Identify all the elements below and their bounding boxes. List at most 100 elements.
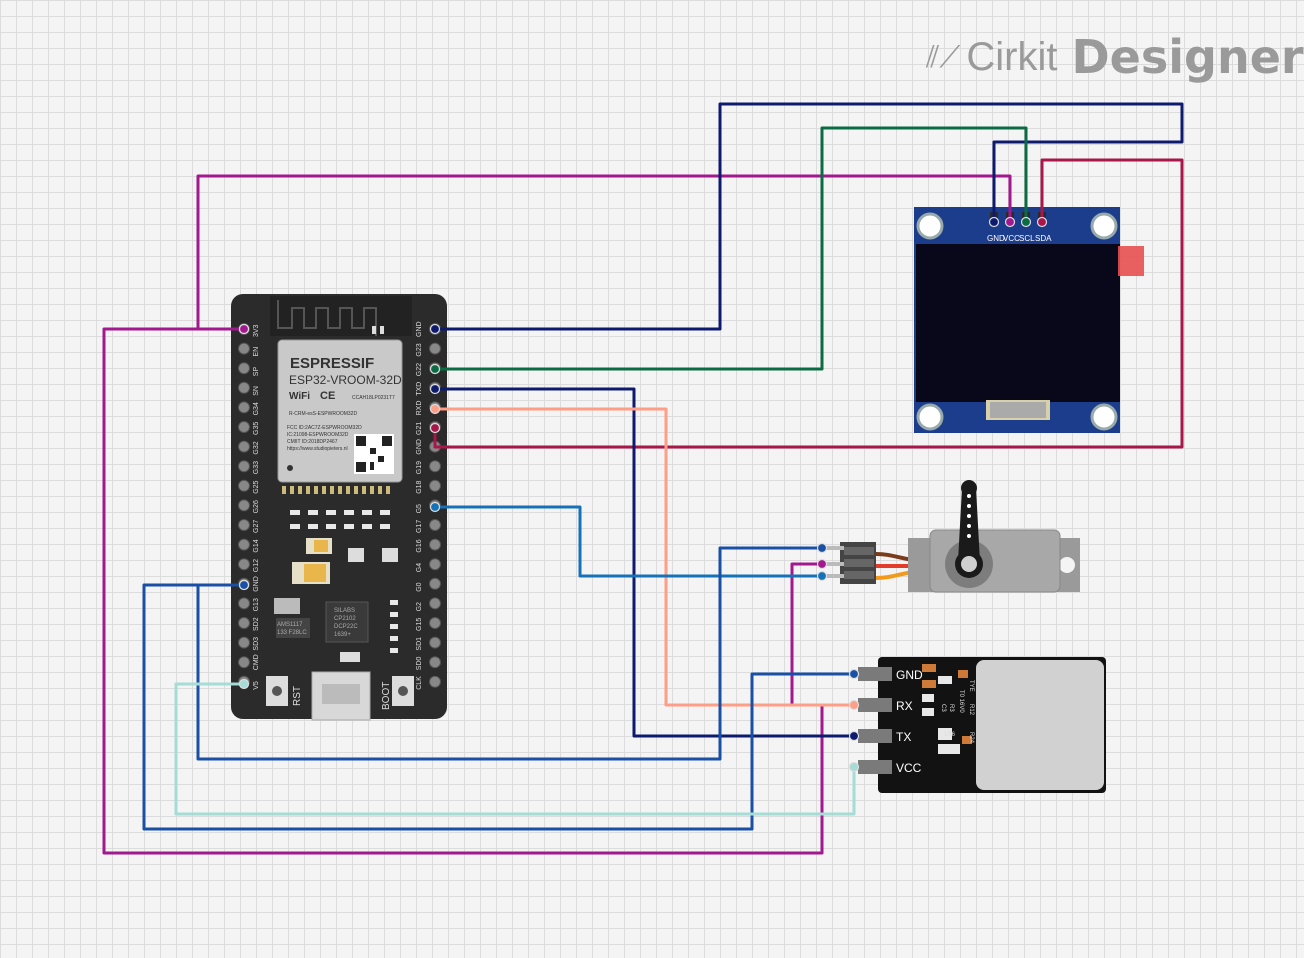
esp32-pin-left-sp-2[interactable] [238, 362, 250, 375]
oled-pin-label-gnd: GND [987, 234, 1005, 243]
servo-pin-vcc[interactable] [822, 562, 844, 566]
wire-g5-servo-signal-start[interactable] [429, 501, 441, 513]
wire-txd-fp-tx-end[interactable] [848, 730, 860, 742]
esp32-pin-label-rxd: RXD [416, 401, 423, 416]
fp-pin-rx[interactable] [858, 698, 892, 712]
esp32-pin-right-g19-7[interactable] [429, 460, 441, 473]
esp32-pin-right-g23-1[interactable] [429, 342, 441, 355]
esp-brand: ESPRESSIF [290, 355, 374, 372]
wire-g21-oled-sda-start[interactable] [429, 422, 441, 434]
esp32-pin-left-cmd-17[interactable] [238, 656, 250, 669]
fp-pin-label-vcc: VCC [896, 761, 922, 775]
wire-rxd-fp-rx-end[interactable] [848, 699, 860, 711]
wire-gnd-fp-gnd-start[interactable] [238, 579, 250, 591]
esp32-pin-label-txd: TXD [416, 382, 423, 396]
esp32-pin-label-g19: G19 [416, 461, 423, 474]
fp-silk-4: R3 [948, 704, 954, 712]
esp32-pin-right-g16-11[interactable] [429, 538, 441, 551]
oled-pin-label-vcc: VCC [1003, 234, 1020, 243]
esp32-pin-label-sn: SN [253, 386, 260, 396]
esp32-pin-right-g15-15[interactable] [429, 617, 441, 629]
esp32-pin-left-g26-9[interactable] [238, 499, 250, 512]
esp32-pin-left-sn-3[interactable] [238, 381, 250, 394]
fp-silk-3: T0 16V0 [958, 690, 964, 713]
esp32-board[interactable]: ESPRESSIF ESP32-VROOM-32D WiFi CE CCAH18… [231, 294, 447, 721]
wire-g22-oled-scl-start[interactable] [429, 363, 441, 375]
fp-pin-vcc[interactable] [858, 760, 892, 774]
fp-pin-tx[interactable] [858, 729, 892, 743]
wire-endpoints [238, 216, 1048, 773]
esp32-pin-right-clk-18[interactable] [429, 675, 441, 688]
wire-gnd-oled-gnd [435, 102, 1184, 331]
servo-pin-signal[interactable] [822, 574, 844, 578]
wire-gnd-fp-gnd-end[interactable] [848, 668, 860, 680]
esp32-pin-right-g18-8[interactable] [429, 479, 441, 492]
fp-silk-6: R24 [968, 732, 974, 744]
esp32-pin-left-g12-12[interactable] [238, 558, 250, 571]
wire-3v3-servo-vcc-start[interactable] [238, 323, 250, 335]
esp32-pin-right-g0-13[interactable] [429, 577, 441, 590]
fp-silk-1: TYE [968, 680, 974, 692]
esp32-pin-left-g35-5[interactable] [238, 421, 250, 433]
wires [102, 102, 1184, 855]
wire-g22-oled-scl-end[interactable] [1020, 216, 1032, 228]
esp32-pin-label-sp: SP [253, 367, 260, 377]
servo-motor[interactable] [822, 480, 1080, 593]
esp32-pin-label-g2: G2 [416, 602, 423, 611]
wire-txd-fp-tx [435, 387, 854, 738]
esp32-pin-left-g13-14[interactable] [238, 597, 250, 610]
cert-line-1: FCC ID:2AC7Z-ESPWROOM32D [287, 425, 362, 431]
wire-txd-fp-tx-start[interactable] [429, 383, 441, 395]
wire-g5-servo-signal [435, 505, 822, 578]
esp32-pin-label-g23: G23 [416, 343, 423, 356]
wire-gnd-oled-gnd-start[interactable] [429, 323, 441, 335]
esp32-pin-label-g21: G21 [416, 422, 423, 435]
wire-gnd-fp-gnd [142, 583, 854, 831]
esp32-pin-label-g32: G32 [253, 441, 260, 454]
wire-v5-fp-vcc-start[interactable] [238, 678, 250, 690]
fp-silk-5: C3 [940, 704, 946, 712]
esp32-pin-left-g34-4[interactable] [238, 401, 250, 414]
wire-v5-fp-vcc-end[interactable] [848, 761, 860, 773]
wire-g21-oled-sda [433, 158, 1184, 449]
esp32-pin-label-clk: CLK [416, 676, 423, 690]
esp32-pin-left-g33-7[interactable] [238, 460, 250, 473]
regulator-line-2: 133 F28LC [277, 630, 307, 636]
cirkit-designer-logo: ⫽⟋ Cirkit Designer [926, 30, 1304, 84]
wire-gnd-servo-gnd-end[interactable] [816, 542, 828, 554]
boot-label: BOOT [381, 682, 392, 710]
esp32-pin-label-g0: G0 [416, 582, 423, 591]
esp32-pin-right-g2-14[interactable] [429, 597, 441, 610]
regulator-line-1: AMS1117 [277, 622, 303, 628]
wire-g5-servo-signal-end[interactable] [816, 570, 828, 582]
wire-rxd-fp-rx-start[interactable] [429, 403, 441, 415]
chip-line-3: DCP22C [334, 624, 358, 630]
esp32-pin-left-g14-11[interactable] [238, 538, 250, 551]
esp32-pin-right-g4-12[interactable] [429, 558, 441, 571]
pencil-lines-icon: ⫽⟋ [926, 39, 961, 75]
esp32-pin-label-gnd: GND [253, 576, 260, 592]
esp32-pin-right-g17-10[interactable] [429, 519, 441, 531]
esp32-pin-label-g18: G18 [416, 480, 423, 493]
esp32-pin-label-g25: G25 [253, 480, 260, 493]
esp32-pin-left-en-1[interactable] [238, 342, 250, 355]
wire-g21-oled-sda-end[interactable] [1036, 216, 1048, 228]
esp32-pin-label-g14: G14 [253, 539, 260, 552]
wire-gnd-oled-gnd-end[interactable] [988, 216, 1000, 228]
esp32-pin-left-g27-10[interactable] [238, 519, 250, 531]
esp32-pin-label-sd1: SD1 [416, 637, 423, 651]
esp32-pin-right-sd1-16[interactable] [429, 636, 441, 649]
esp32-pin-left-sd3-16[interactable] [238, 636, 250, 649]
esp32-pin-left-g25-8[interactable] [238, 479, 250, 492]
wire-3v3-servo-vcc-end[interactable] [816, 558, 828, 570]
esp32-pin-right-sd0-17[interactable] [429, 656, 441, 669]
servo-pin-gnd[interactable] [822, 546, 844, 550]
fp-pin-gnd[interactable] [858, 667, 892, 681]
esp-module: ESP32-VROOM-32D [289, 373, 402, 387]
esp32-pin-left-g32-6[interactable] [238, 440, 250, 453]
wire-3v3-oled-vcc-end[interactable] [1004, 216, 1016, 228]
oled-pin-label-scl: SCL [1019, 234, 1035, 243]
esp32-pin-left-sd2-15[interactable] [238, 617, 250, 629]
